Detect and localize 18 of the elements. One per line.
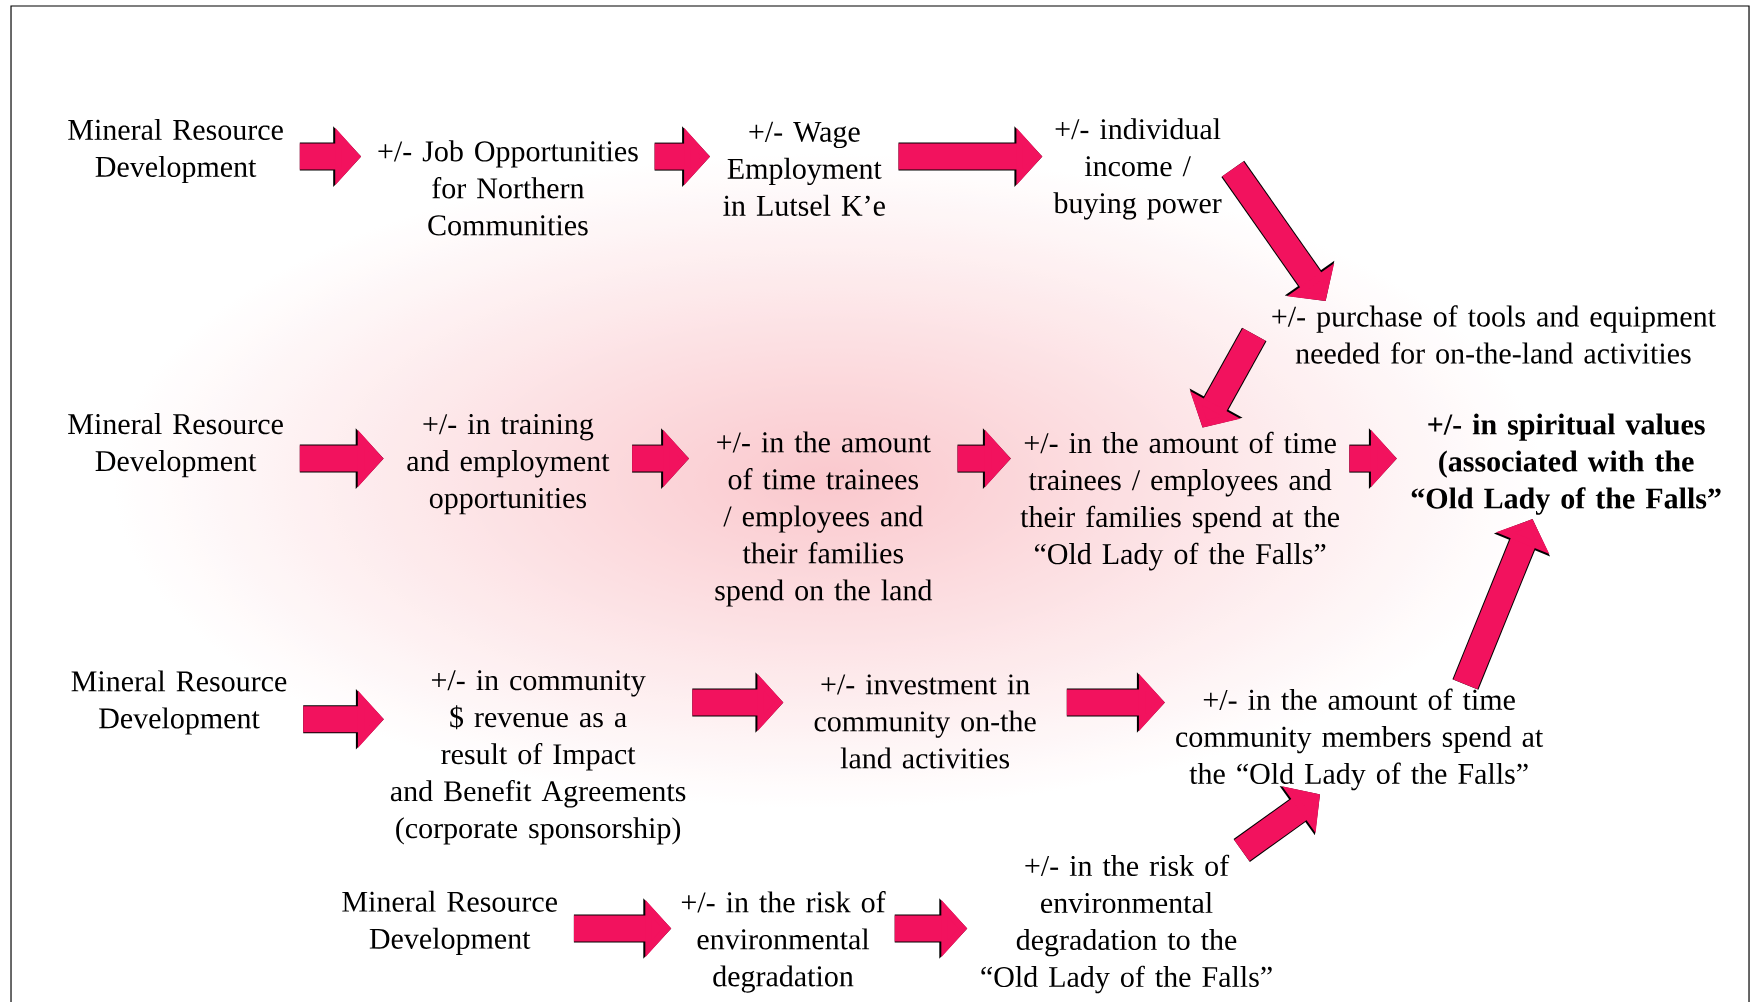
block-arrow	[1233, 786, 1320, 862]
flow-text: +/- in the risk of environmental degradation	[681, 891, 886, 993]
flow-text: +/- Wage Employment in Lutsel K’e	[723, 121, 885, 216]
flow-text: +/- in spiritual values (associated with the “Old Lady of the Falls”	[1411, 413, 1721, 515]
flow-text: +/- in the amount of time trainees / employees and their families spend at the “Old Lady of the Falls”	[1020, 431, 1340, 571]
flow-text: Mineral Resource Development	[342, 890, 557, 955]
flow-text: +/- in the amount of time trainees / employees and their families spend on the land	[715, 431, 933, 607]
flow-text: +/- Job Opportunities for Northern Communities	[378, 140, 638, 236]
flow-text: Mineral Resource Development	[71, 670, 287, 735]
flow-text: Mineral Resource Development	[68, 413, 283, 478]
flow-text: +/- in the amount of time community members spend at the “Old Lady of the Falls”	[1176, 688, 1544, 791]
flow-text: Mineral Resource Development	[68, 118, 283, 184]
flow-text: +/- in community $ revenue as a result of Impact and Benefit Agreements (corporate sponsorship)	[390, 670, 686, 845]
flow-text: +/- individual income / buying power	[1053, 118, 1222, 220]
flow-text: +/- in the risk of environmental degradation to the “Old Lady of the Falls”	[981, 854, 1272, 994]
flow-text: +/- investment in community on-the land activities	[814, 674, 1036, 769]
flow-text: +/- in training and employment opportunities	[407, 414, 610, 515]
flow-text: +/- purchase of tools and equipment needed for on-the-land activities	[1272, 305, 1716, 364]
